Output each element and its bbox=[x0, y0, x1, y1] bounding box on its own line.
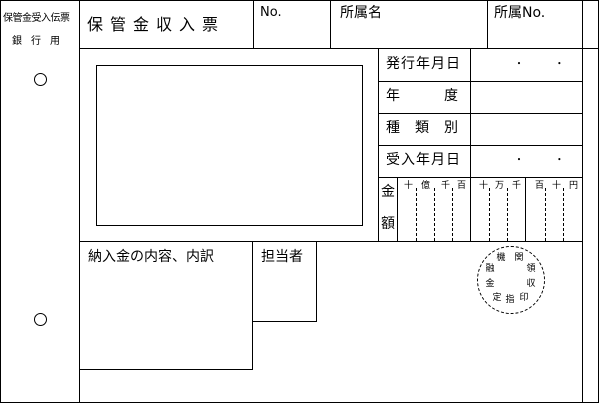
digit-label-ten-thousand: 万 bbox=[495, 181, 505, 191]
seal-char: 融 bbox=[485, 264, 495, 274]
issue-date-value: ・ ・ bbox=[514, 59, 573, 70]
type-label: 種類別 bbox=[386, 120, 473, 136]
contents-bottom-line bbox=[79, 369, 253, 370]
affiliation-no-label: 所属No. bbox=[494, 5, 546, 21]
seal-char: 領 bbox=[526, 264, 536, 274]
seal-char: 関 bbox=[514, 253, 524, 263]
no-label: No. bbox=[260, 5, 282, 20]
digit-separator bbox=[507, 188, 508, 241]
amount-group-divider-2 bbox=[525, 177, 526, 241]
stub-right-border bbox=[79, 0, 80, 403]
form-title: 保管金収入票 bbox=[87, 15, 226, 34]
right-column-line bbox=[582, 0, 583, 403]
amount-label-divider bbox=[397, 177, 398, 241]
seal-char: 指 bbox=[505, 295, 515, 305]
digit-label-ten: 十 bbox=[552, 181, 562, 191]
person-right-border bbox=[316, 241, 317, 322]
seal-char: 印 bbox=[519, 293, 529, 303]
digit-label-thousand: 千 bbox=[512, 181, 522, 191]
punch-hole-bottom bbox=[34, 313, 47, 326]
stub-subtitle: 銀行用 bbox=[12, 36, 69, 47]
receipt-date-label: 受入年月日 bbox=[386, 152, 461, 168]
digit-label-yen: 円 bbox=[569, 181, 579, 191]
contents-right-border bbox=[252, 241, 253, 369]
digit-label-hundred: 百 bbox=[535, 181, 545, 191]
stub-title: 保管金受入伝票 bbox=[3, 13, 70, 24]
digit-label-ten-million: 千 bbox=[441, 181, 451, 191]
fiscal-year-label: 年度 bbox=[386, 88, 502, 104]
digit-label-million: 百 bbox=[457, 181, 467, 191]
header-divider-3 bbox=[487, 0, 488, 49]
lower-section-top-line bbox=[79, 241, 583, 242]
amount-group-divider-1 bbox=[470, 177, 471, 241]
stub-header-bottom-line bbox=[79, 48, 599, 49]
info-row-line-4 bbox=[378, 177, 583, 178]
image-area-box bbox=[96, 65, 363, 226]
digit-separator bbox=[452, 188, 453, 241]
punch-hole-top bbox=[34, 73, 47, 86]
amount-label-bottom: 額 bbox=[381, 216, 395, 232]
digit-separator bbox=[489, 188, 490, 241]
digit-separator bbox=[434, 188, 435, 241]
info-row-line-1 bbox=[378, 81, 583, 82]
digit-label-ten-billion: 十 bbox=[404, 181, 414, 191]
digit-separator bbox=[545, 188, 546, 241]
seal-char: 収 bbox=[526, 279, 536, 289]
issue-date-label: 発行年月日 bbox=[386, 56, 461, 72]
contents-label: 納入金の内容、内訳 bbox=[88, 249, 214, 265]
digit-separator bbox=[416, 188, 417, 241]
digit-separator bbox=[563, 188, 564, 241]
amount-label-top: 金 bbox=[381, 184, 395, 200]
digit-label-hundred-thousand: 十 bbox=[479, 181, 489, 191]
seal-char: 金 bbox=[485, 279, 495, 289]
seal-char: 定 bbox=[492, 293, 502, 303]
person-bottom-line bbox=[252, 321, 317, 322]
header-divider-1 bbox=[253, 0, 254, 49]
header-divider-2 bbox=[330, 0, 331, 49]
info-row-line-2 bbox=[378, 113, 583, 114]
receipt-date-value: ・ ・ bbox=[514, 155, 573, 166]
digit-label-hundred-million: 億 bbox=[421, 181, 431, 191]
seal-char: 機 bbox=[496, 253, 506, 263]
info-row-line-3 bbox=[378, 145, 583, 146]
receipt-seal-circle bbox=[477, 246, 545, 314]
affiliation-label: 所属名 bbox=[340, 5, 382, 21]
person-in-charge-label: 担当者 bbox=[261, 249, 303, 265]
